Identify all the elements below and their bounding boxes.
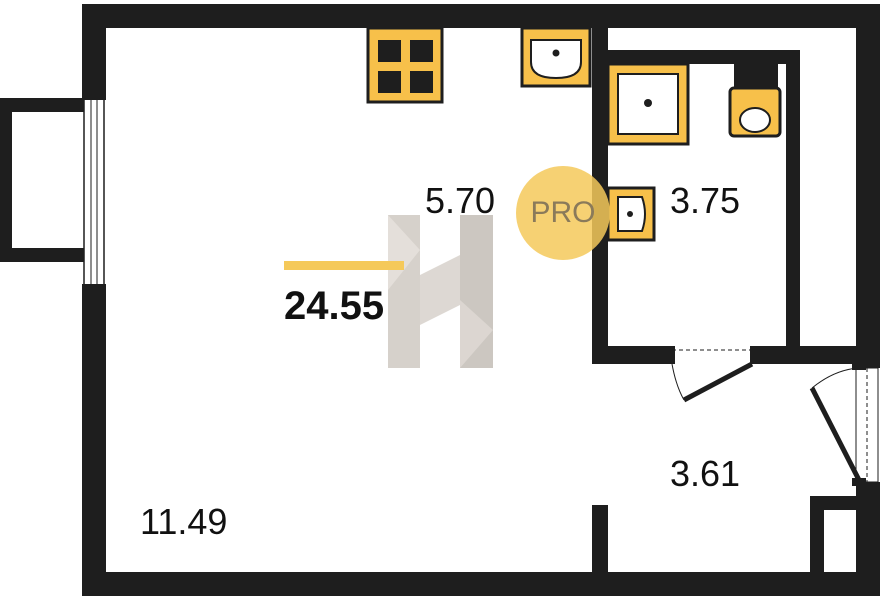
stove-icon (366, 26, 444, 104)
pro-badge-text: PRO (530, 196, 596, 229)
walls (82, 4, 880, 596)
wall-bath-bottom-left (592, 346, 672, 364)
living-area-label: 11.49 (140, 501, 228, 542)
balcony (0, 98, 84, 262)
entrance-door (809, 362, 879, 486)
kitchen-sink-icon (520, 26, 592, 88)
wall-bath-bottom-right (752, 346, 862, 364)
wall-niche-left (810, 496, 824, 576)
wall-bottom (82, 572, 880, 596)
total-area-label: 24.55 (284, 284, 385, 328)
wall-left-upper (82, 4, 106, 96)
wall-top (82, 4, 864, 28)
bathroom-area-label: 3.75 (670, 180, 741, 221)
washbasin-icon (606, 186, 656, 242)
wall-hall-stub (592, 505, 608, 575)
total-accent-bar (284, 261, 404, 270)
wall-left-lower (82, 288, 106, 596)
toilet-icon (728, 64, 782, 138)
wall-niche-top (810, 496, 860, 510)
wall-bath-top (592, 50, 800, 64)
window (82, 94, 106, 290)
wall-right-upper (856, 4, 880, 368)
wall-bath-right (786, 50, 800, 350)
hallway-area-label: 3.61 (670, 453, 741, 494)
watermark-logo (388, 215, 493, 368)
bathroom-door (669, 346, 756, 403)
kitchen-area-label: 5.70 (425, 180, 496, 221)
pro-badge: PRO (516, 166, 610, 260)
shower-icon (606, 62, 690, 146)
